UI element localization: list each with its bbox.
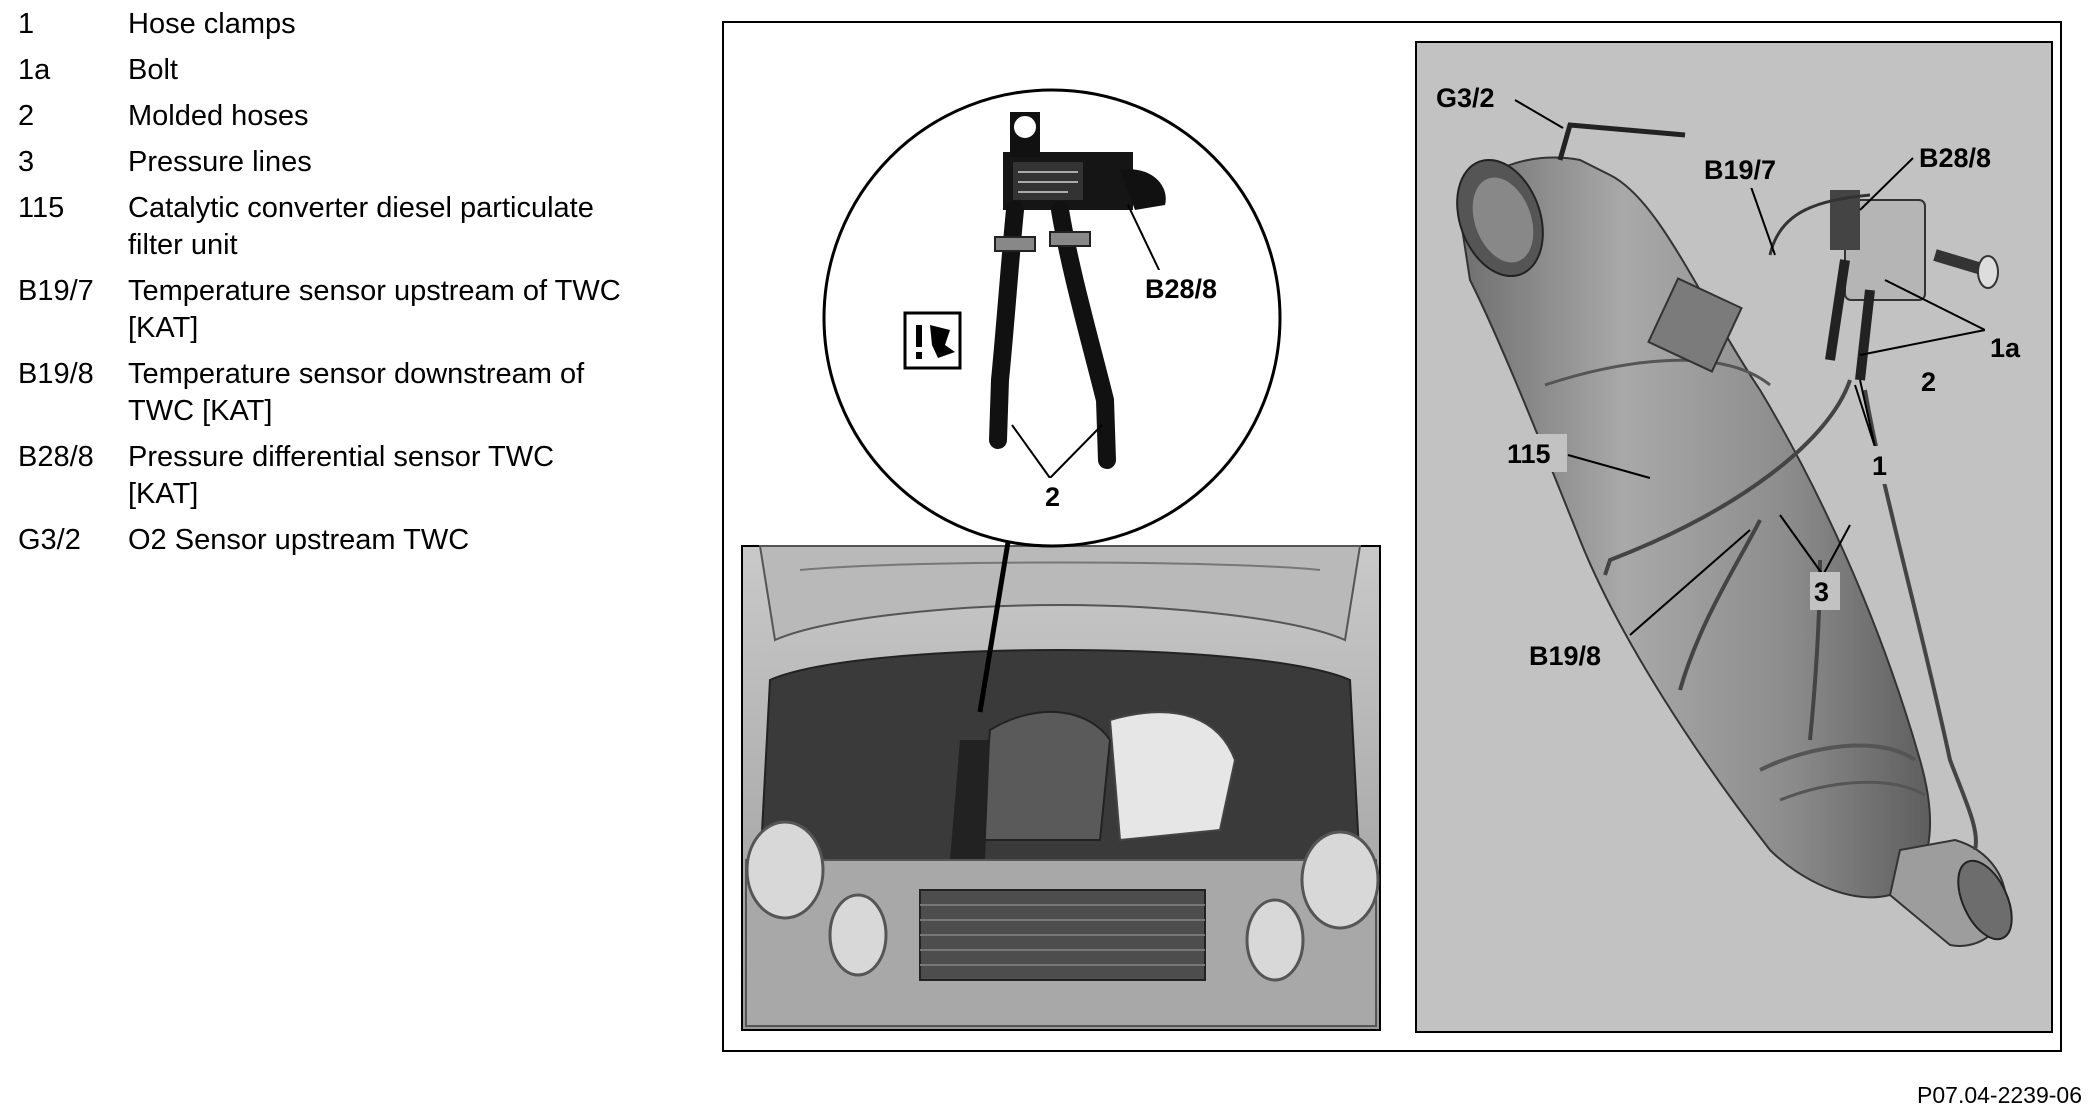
callout-bolt: 1a <box>1990 333 2021 363</box>
legend-row: 2 Molded hoses <box>18 98 658 135</box>
legend-key: 1 <box>18 8 35 40</box>
legend-key: B19/8 <box>18 358 94 390</box>
legend-key: 2 <box>18 100 35 132</box>
legend-key: B28/8 <box>18 441 94 473</box>
o2-sensor-wire <box>1557 122 1686 161</box>
converter-panel: G3/2 B19/7 B28/8 1a 2 1 115 3 B19/8 <box>1415 41 2053 1033</box>
legend-key: 3 <box>18 146 35 178</box>
callout-pressure-lines: 3 <box>1814 577 1829 607</box>
converter-leader-lines <box>1514 99 1986 636</box>
callout-temp-downstream: B19/8 <box>1529 641 1601 671</box>
inset-callout-hoses: 2 <box>1045 482 1060 512</box>
callout-o2-sensor: G3/2 <box>1436 83 1495 113</box>
temp-sensor-wire <box>1768 193 1871 256</box>
legend-row: B19/8 Temperature sensor downstream of T… <box>18 356 658 430</box>
inset-circle <box>822 88 1282 548</box>
legend-desc: Pressure differential sensor TWC [KAT] <box>128 441 555 510</box>
figure-reference: P07.04-2239-06 <box>1917 1082 2082 1108</box>
legend-desc: Catalytic converter diesel particulate f… <box>128 192 594 261</box>
legend-row: 1 Hose clamps <box>18 6 658 43</box>
legend-row: 1a Bolt <box>18 52 658 89</box>
legend-row: 115 Catalytic converter diesel particula… <box>18 190 658 264</box>
inset-callout-sensor: B28/8 <box>1145 274 1217 304</box>
detail-inset: B28/8 2 <box>822 88 1282 713</box>
legend-desc: Pressure lines <box>128 146 312 178</box>
legend-desc: Bolt <box>128 54 178 86</box>
callout-unit: 115 <box>1507 439 1551 469</box>
legend-row: 3 Pressure lines <box>18 144 658 181</box>
legend-desc: O2 Sensor upstream TWC <box>128 524 470 556</box>
legend-desc: Temperature sensor downstream of TWC [KA… <box>128 358 585 427</box>
legend-row: G3/2 O2 Sensor upstream TWC <box>18 522 658 559</box>
pressure-sensor-shape <box>1825 190 1926 381</box>
legend: 1 Hose clamps 1a Bolt 2 Molded hoses 3 P… <box>18 6 658 568</box>
callout-hoses: 2 <box>1921 367 1936 397</box>
inset-hose-left <box>989 201 1024 449</box>
inset-pointer-line <box>977 529 1013 713</box>
callout-pressure-sensor: B28/8 <box>1919 143 1991 173</box>
legend-desc: Hose clamps <box>128 8 296 40</box>
legend-desc: Molded hoses <box>128 100 309 132</box>
legend-key: B19/7 <box>18 275 94 307</box>
bolt-shape <box>1933 249 1999 289</box>
warning-icon <box>903 311 962 370</box>
figure-frame <box>722 21 2062 1052</box>
legend-row: B19/7 Temperature sensor upstream of TWC… <box>18 273 658 347</box>
engine-bay-panel <box>741 545 1381 1031</box>
legend-desc: Temperature sensor upstream of TWC [KAT] <box>128 275 621 344</box>
legend-key: G3/2 <box>18 524 81 556</box>
callout-clamps: 1 <box>1872 451 1887 481</box>
legend-row: B28/8 Pressure differential sensor TWC [… <box>18 439 658 513</box>
callout-temp-upstream: B19/7 <box>1704 155 1776 185</box>
legend-key: 115 <box>18 192 65 224</box>
legend-key: 1a <box>18 54 51 86</box>
